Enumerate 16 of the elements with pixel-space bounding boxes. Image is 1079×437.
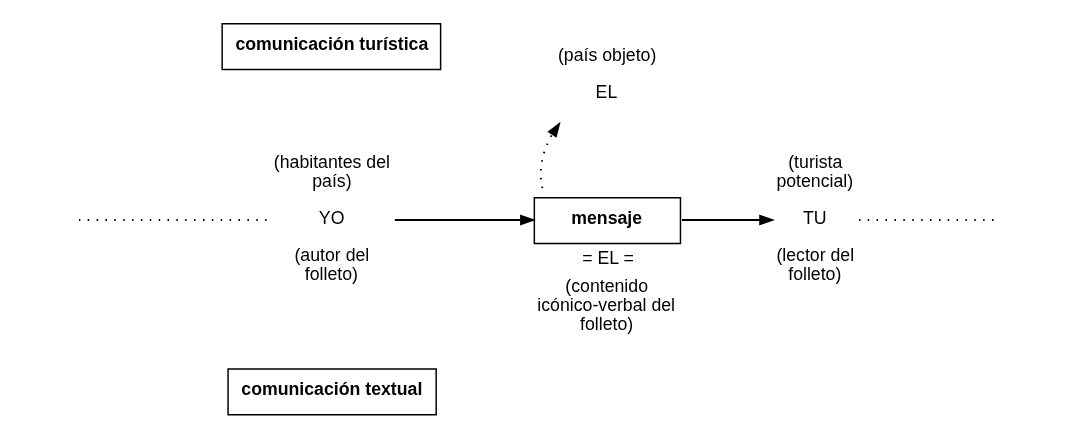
node-label: (habitantes del país) xyxy=(273,151,390,191)
node-text: EL xyxy=(595,82,618,103)
node-label: (autor del folleto) xyxy=(294,244,370,284)
arrow xyxy=(681,214,775,226)
node-label: (contenido icónico-verbal del folleto) xyxy=(537,275,676,335)
node-label: (turista potencial) xyxy=(776,151,854,191)
arrow xyxy=(539,121,561,190)
arrow xyxy=(393,214,536,226)
node-label: = EL = xyxy=(582,247,634,268)
node-text: YO xyxy=(318,207,345,228)
node-label: (lector del folleto) xyxy=(776,244,855,284)
node-label: (país objeto) xyxy=(557,45,657,66)
node-box: comunicación turística xyxy=(221,22,442,71)
node-box: mensaje xyxy=(533,197,682,245)
node-text: TU xyxy=(802,207,827,228)
node-box: comunicación textual xyxy=(227,368,437,416)
